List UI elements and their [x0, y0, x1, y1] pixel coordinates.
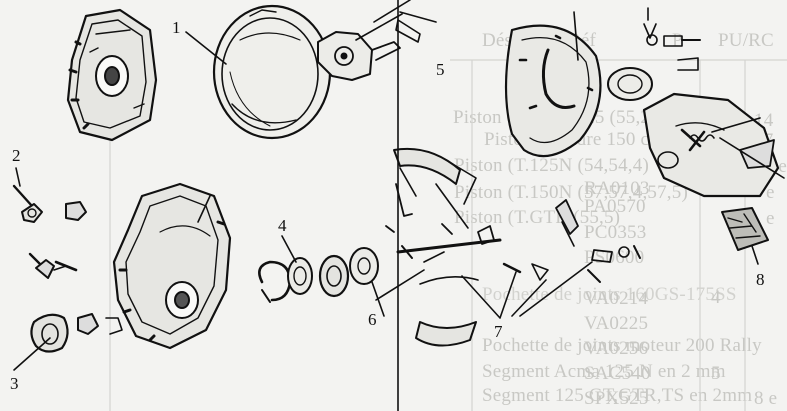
- brake-backing-plate: [504, 24, 602, 158]
- bearing-cup: [30, 313, 123, 353]
- hub-and-shaft: [317, 19, 421, 81]
- shock-mount-casing: [642, 92, 780, 198]
- bleed-value-5: e: [766, 208, 775, 229]
- bleed-ref-6: VA0225: [584, 313, 649, 334]
- crankcase-main: [112, 182, 232, 350]
- bleed-value-4: e: [766, 182, 775, 203]
- callout-2: 2: [12, 146, 21, 165]
- bolts-and-nuts: [12, 184, 87, 279]
- small-clips-top-right: [607, 23, 701, 101]
- bleed-ref-5: VA0214: [584, 288, 649, 309]
- bleed-ref-3: PC0353: [584, 222, 647, 243]
- circlip-and-bearings: [258, 247, 379, 303]
- callout-4: 4: [278, 216, 287, 235]
- bleed-designation-5: Piston (T.GTR (55,5): [454, 207, 621, 228]
- bleed-designation-3: Piston (T.125N (54,54,4): [454, 155, 649, 176]
- bleed-designation-7: Pochette de joints moteur 200 Rally: [482, 335, 762, 356]
- leader-lines: [13, 0, 785, 371]
- bleed-designation-4: Piston (T.150N (57,57,4,57,5): [454, 182, 688, 203]
- flywheel-drum: [212, 4, 332, 140]
- bleed-designation-8: Segment Acma 125 N en 2 mm: [482, 361, 726, 382]
- bleed-header-pu: PU/RC: [718, 30, 774, 51]
- bleed-ref-8: SAC540: [584, 363, 651, 384]
- brake-pad-textured: [721, 207, 769, 251]
- bleed-left-number-2: 4: [711, 287, 721, 308]
- callout-7: 7: [494, 322, 503, 341]
- callout-1: 1: [172, 18, 181, 37]
- bleed-ref-7: VA0256: [584, 338, 649, 359]
- bleed-header-p: P: [672, 30, 683, 51]
- bleed-left-number-3: 5: [711, 363, 721, 384]
- bleed-designation-6: Pochette de joints 160GS-175SS: [482, 284, 737, 305]
- bleed-ref-1: RA0103: [584, 178, 650, 199]
- callout-8: 8: [756, 270, 765, 289]
- bleed-ref-9: SPX525: [584, 388, 649, 409]
- bleed-ref-2: PA0570: [584, 196, 646, 217]
- callout-5: 5: [436, 60, 445, 79]
- bleed-value-6: 8 e: [754, 388, 778, 409]
- bleed-designation-9: Segment 125 GT,GTR,TS en 2mm: [482, 385, 753, 406]
- brake-shoes: [385, 147, 502, 347]
- callout-6: 6: [368, 310, 377, 329]
- small-levers-and-pins: [502, 199, 641, 283]
- callout-3: 3: [10, 374, 19, 393]
- crankcase-cover-top-left: [66, 8, 158, 142]
